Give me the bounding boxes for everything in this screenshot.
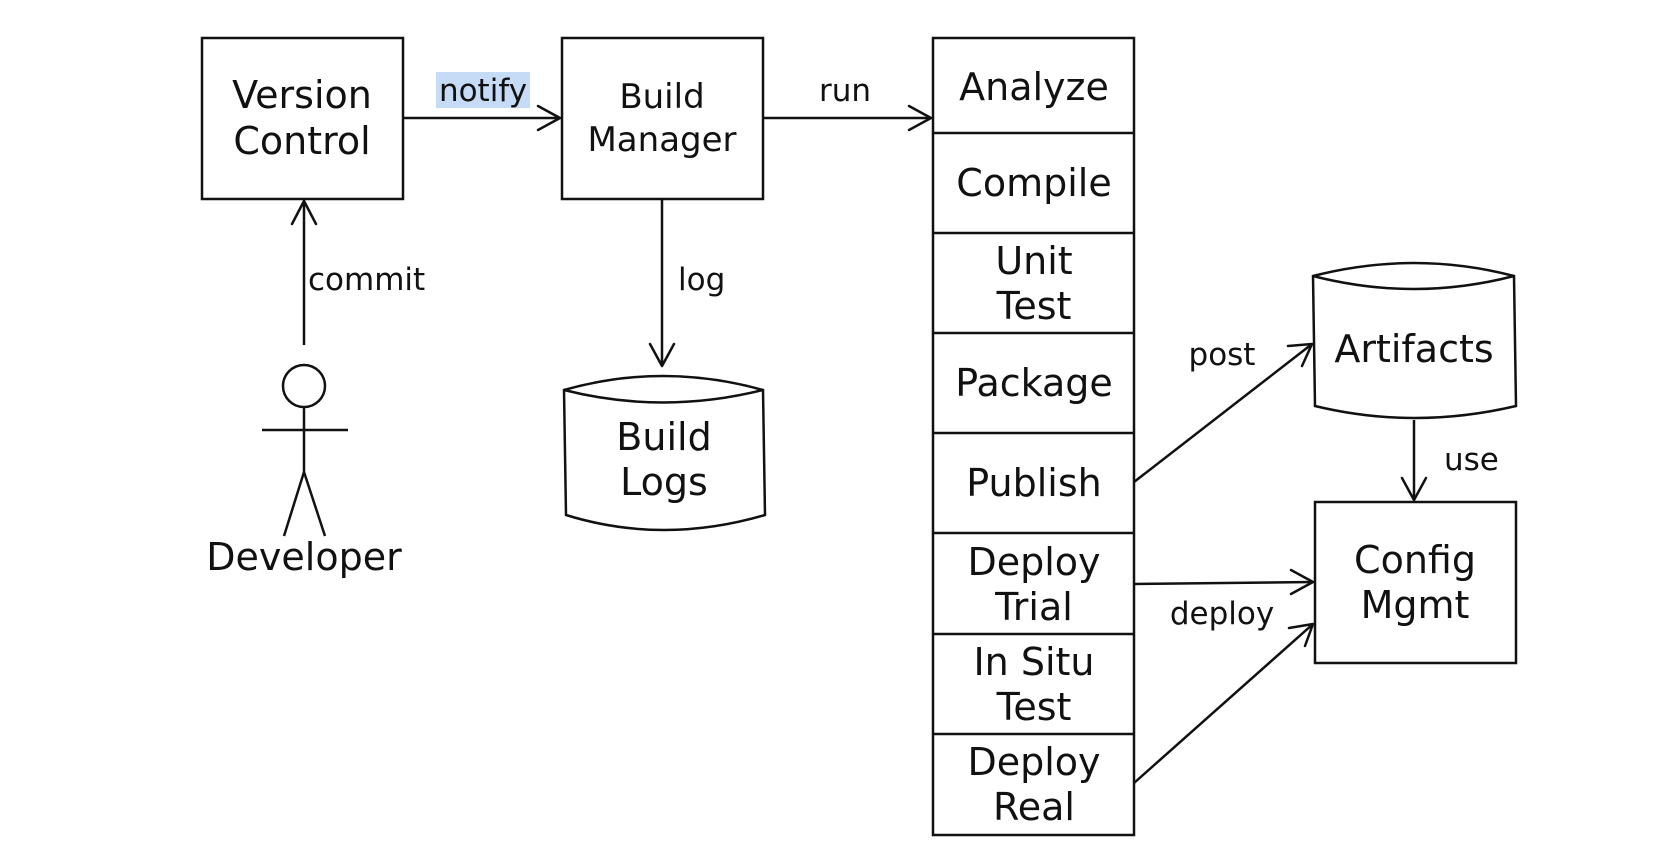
- stage-deploy-real-label-line2: Real: [993, 785, 1075, 829]
- stage-in-situ-test-label-line2: Test: [996, 685, 1072, 729]
- stage-deploy-trial-label-line1: Deploy: [967, 540, 1100, 584]
- stage-publish-label: Publish: [966, 461, 1101, 505]
- commit-label: commit: [308, 262, 425, 298]
- log-edge: log: [648, 199, 725, 368]
- build-logs-label-line2: Logs: [620, 460, 708, 504]
- stage-in-situ-test-label-line1: In Situ: [973, 640, 1094, 684]
- stage-package-label: Package: [955, 361, 1113, 405]
- use-label: use: [1444, 442, 1499, 478]
- config-mgmt-label-line1: Config: [1354, 538, 1476, 582]
- deploy-trial-edge: deploy: [1133, 568, 1315, 632]
- commit-edge: commit: [290, 199, 425, 345]
- version-control-label-line1: Version: [232, 73, 372, 117]
- version-control-node: Version Control: [200, 36, 405, 201]
- log-label: log: [678, 262, 725, 298]
- pipeline-stage-stack: Analyze Compile Unit Test Package Publis…: [931, 36, 1136, 837]
- version-control-label-line2: Control: [233, 119, 370, 163]
- notify-label-highlight: [436, 72, 530, 108]
- run-edge: run: [763, 73, 933, 132]
- artifacts-label: Artifacts: [1334, 327, 1493, 371]
- build-logs-label-line1: Build: [616, 415, 711, 459]
- stage-deploy-real-label-line1: Deploy: [967, 740, 1100, 784]
- stage-deploy-trial-label-line2: Trial: [994, 585, 1073, 629]
- stage-unit-test-label-line1: Unit: [995, 239, 1072, 283]
- stage-analyze-label: Analyze: [959, 65, 1109, 109]
- deploy-real-edge: [1133, 622, 1315, 784]
- build-manager-label-line1: Build: [619, 77, 704, 117]
- build-logs-node: Build Logs: [562, 374, 767, 532]
- post-label: post: [1189, 337, 1256, 373]
- developer-actor: Developer: [206, 363, 402, 579]
- build-manager-node: Build Manager: [560, 36, 765, 201]
- developer-label: Developer: [206, 535, 402, 579]
- run-label: run: [819, 73, 871, 109]
- stage-compile-label: Compile: [956, 161, 1111, 205]
- config-mgmt-node: Config Mgmt: [1313, 500, 1518, 665]
- stage-unit-test-label-line2: Test: [996, 284, 1072, 328]
- notify-edge: notify: [403, 72, 562, 132]
- deploy-label: deploy: [1170, 596, 1274, 632]
- config-mgmt-label-line2: Mgmt: [1361, 583, 1470, 627]
- actor-head-icon: [281, 363, 327, 409]
- use-edge: use: [1400, 420, 1499, 502]
- notify-label: notify: [439, 73, 527, 109]
- post-edge: post: [1133, 337, 1314, 483]
- build-manager-label-line2: Manager: [587, 120, 736, 160]
- artifacts-node: Artifacts: [1311, 261, 1518, 420]
